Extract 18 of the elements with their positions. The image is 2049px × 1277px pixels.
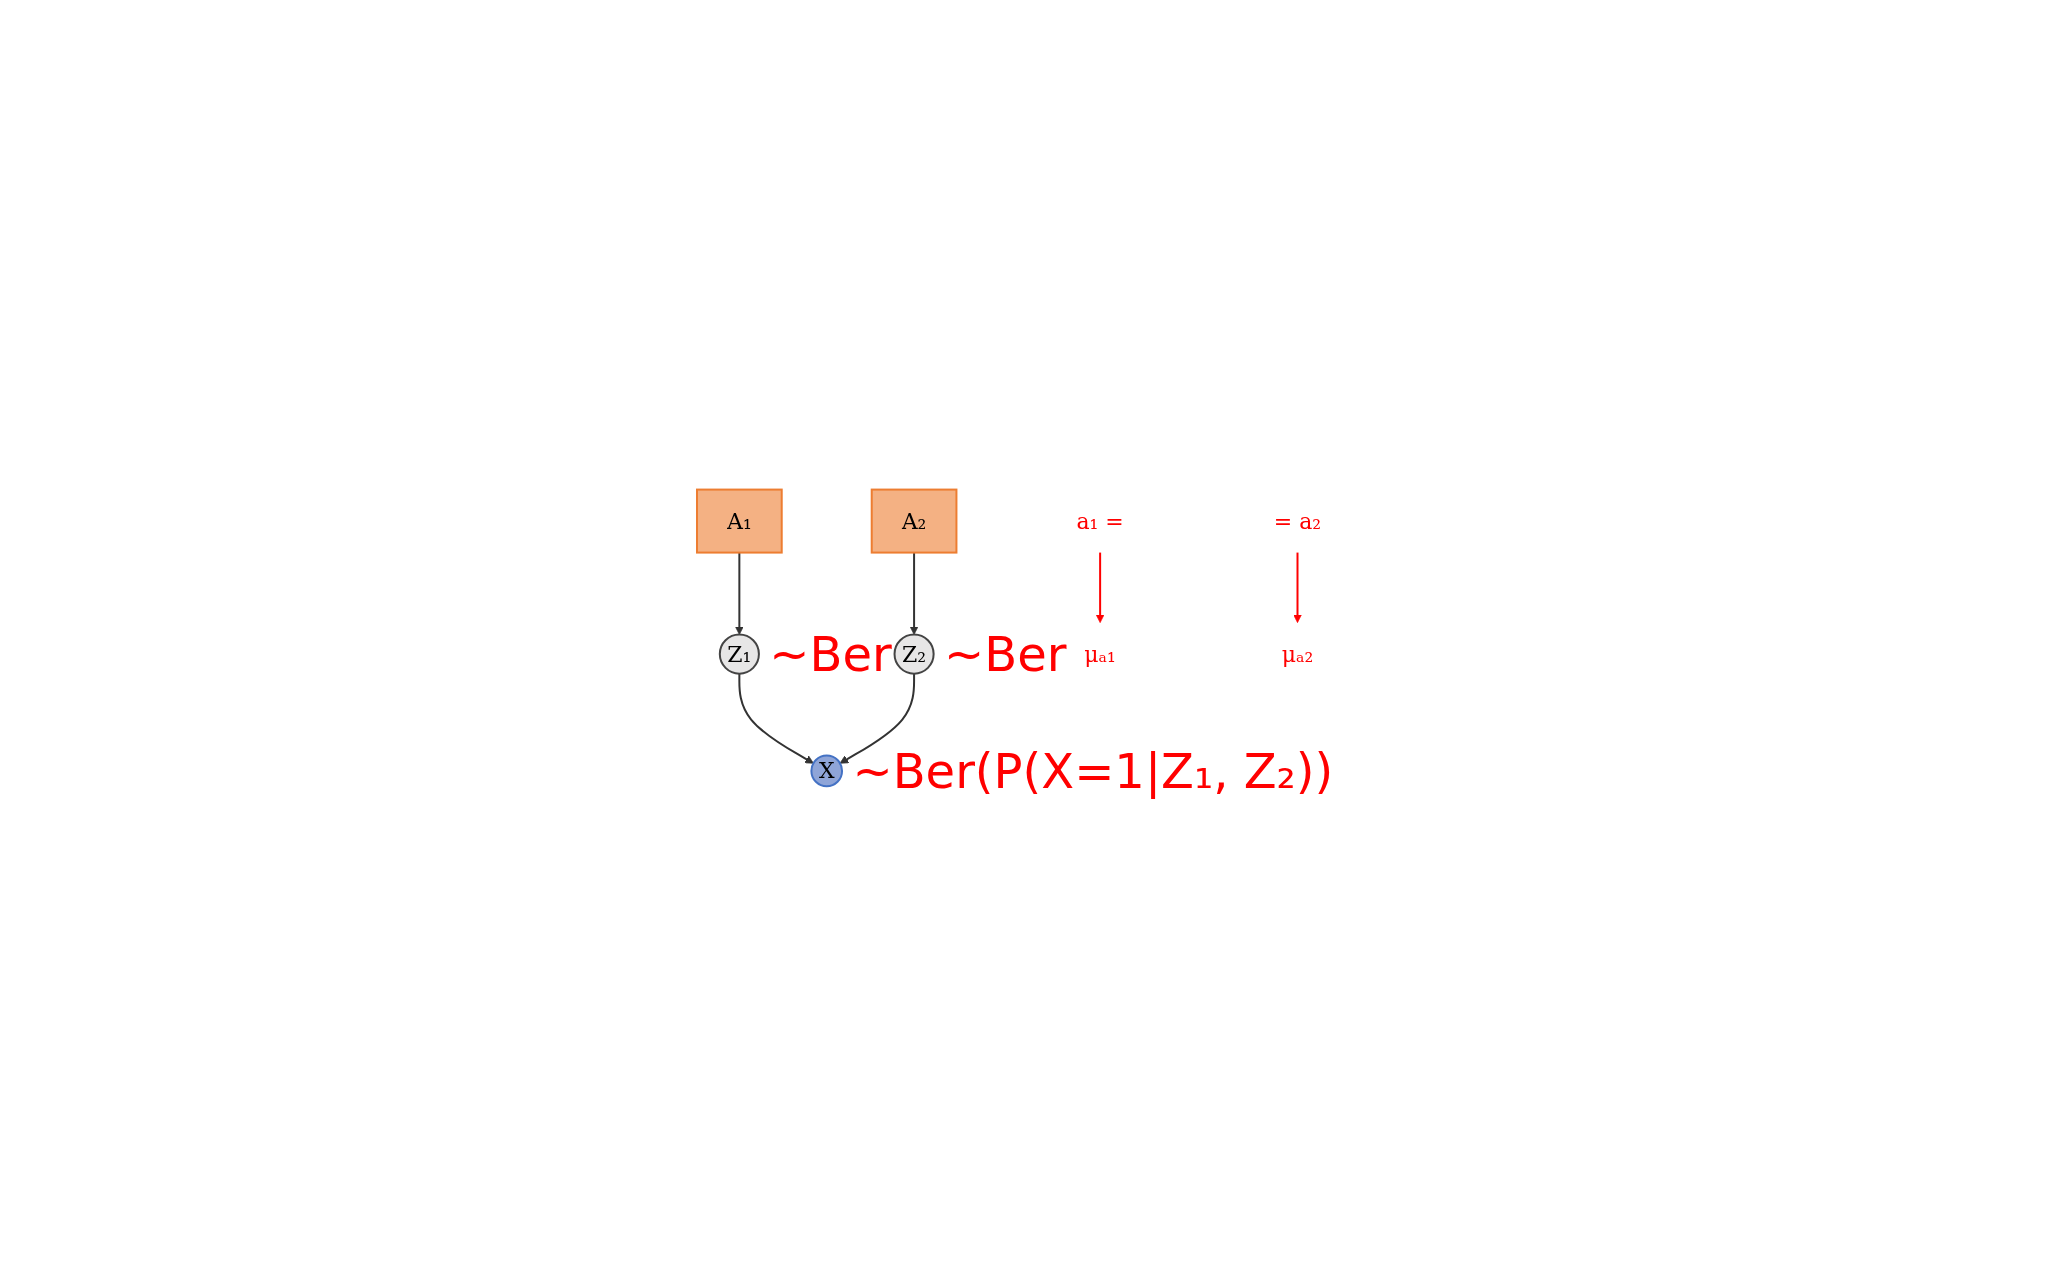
- arrow: [1293, 551, 1303, 623]
- arrow: [1096, 551, 1105, 623]
- node-circle: Z₂: [893, 633, 936, 675]
- arrow: [735, 551, 745, 635]
- node-text: μₐ₁: [1084, 641, 1117, 667]
- annotation-text: ~Ber(P(X=1|Z₁, Z₂)): [852, 742, 1334, 799]
- node-box: A₂: [871, 488, 958, 554]
- arrow: [738, 672, 815, 764]
- node-circle: X: [810, 754, 844, 788]
- node-text: = a₂: [1274, 508, 1322, 534]
- node-text: a₁ =: [1076, 508, 1125, 534]
- arrow: [910, 551, 919, 635]
- arrow: [840, 672, 916, 764]
- node-box: A₁: [696, 488, 784, 554]
- node-circle: Z₁: [719, 633, 761, 675]
- annotation-text: ~Ber: [769, 626, 892, 683]
- node-text: μₐ₂: [1282, 641, 1314, 667]
- annotation-text: ~Ber: [944, 626, 1067, 683]
